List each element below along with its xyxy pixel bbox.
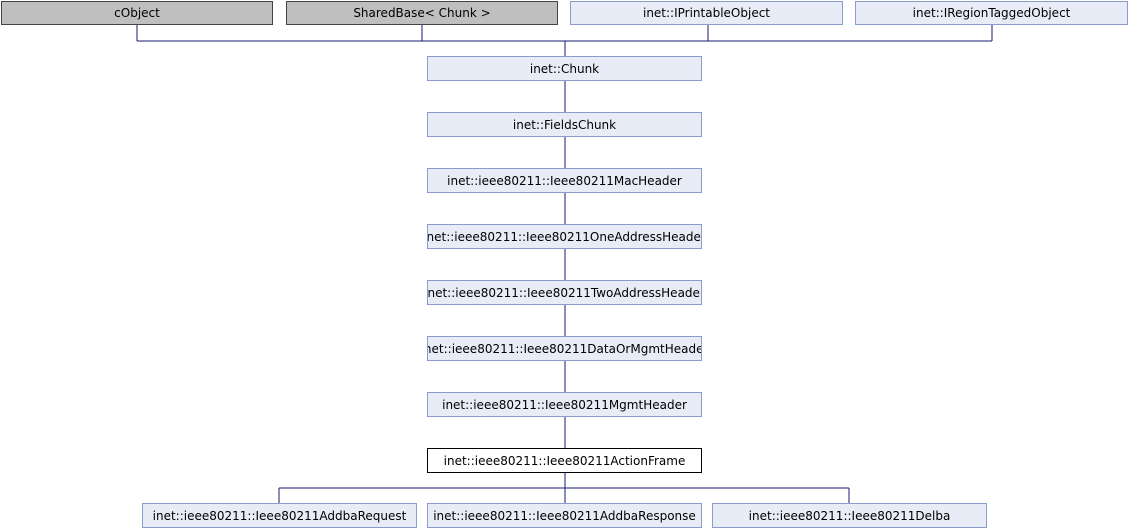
class-node-iprintable-object[interactable]: inet::IPrintableObject bbox=[570, 1, 843, 25]
class-node-data-or-mgmt-header[interactable]: inet::ieee80211::Ieee80211DataOrMgmtHead… bbox=[427, 336, 702, 361]
class-node-mac-header[interactable]: inet::ieee80211::Ieee80211MacHeader bbox=[427, 168, 702, 193]
class-node-one-address-header[interactable]: inet::ieee80211::Ieee80211OneAddressHead… bbox=[427, 224, 702, 249]
class-node-fields-chunk[interactable]: inet::FieldsChunk bbox=[427, 112, 702, 137]
class-node-sharedbase[interactable]: SharedBase< Chunk > bbox=[286, 1, 558, 25]
class-node-action-frame-current: inet::ieee80211::Ieee80211ActionFrame bbox=[427, 448, 702, 473]
class-node-cobject[interactable]: cObject bbox=[1, 1, 273, 25]
class-node-addba-response[interactable]: inet::ieee80211::Ieee80211AddbaResponse bbox=[427, 503, 702, 528]
class-node-iregion-tagged-object[interactable]: inet::IRegionTaggedObject bbox=[855, 1, 1128, 25]
class-node-mgmt-header[interactable]: inet::ieee80211::Ieee80211MgmtHeader bbox=[427, 392, 702, 417]
class-node-addba-request[interactable]: inet::ieee80211::Ieee80211AddbaRequest bbox=[142, 503, 417, 528]
class-node-two-address-header[interactable]: inet::ieee80211::Ieee80211TwoAddressHead… bbox=[427, 280, 702, 305]
class-node-chunk[interactable]: inet::Chunk bbox=[427, 56, 702, 81]
class-node-delba[interactable]: inet::ieee80211::Ieee80211Delba bbox=[712, 503, 987, 528]
